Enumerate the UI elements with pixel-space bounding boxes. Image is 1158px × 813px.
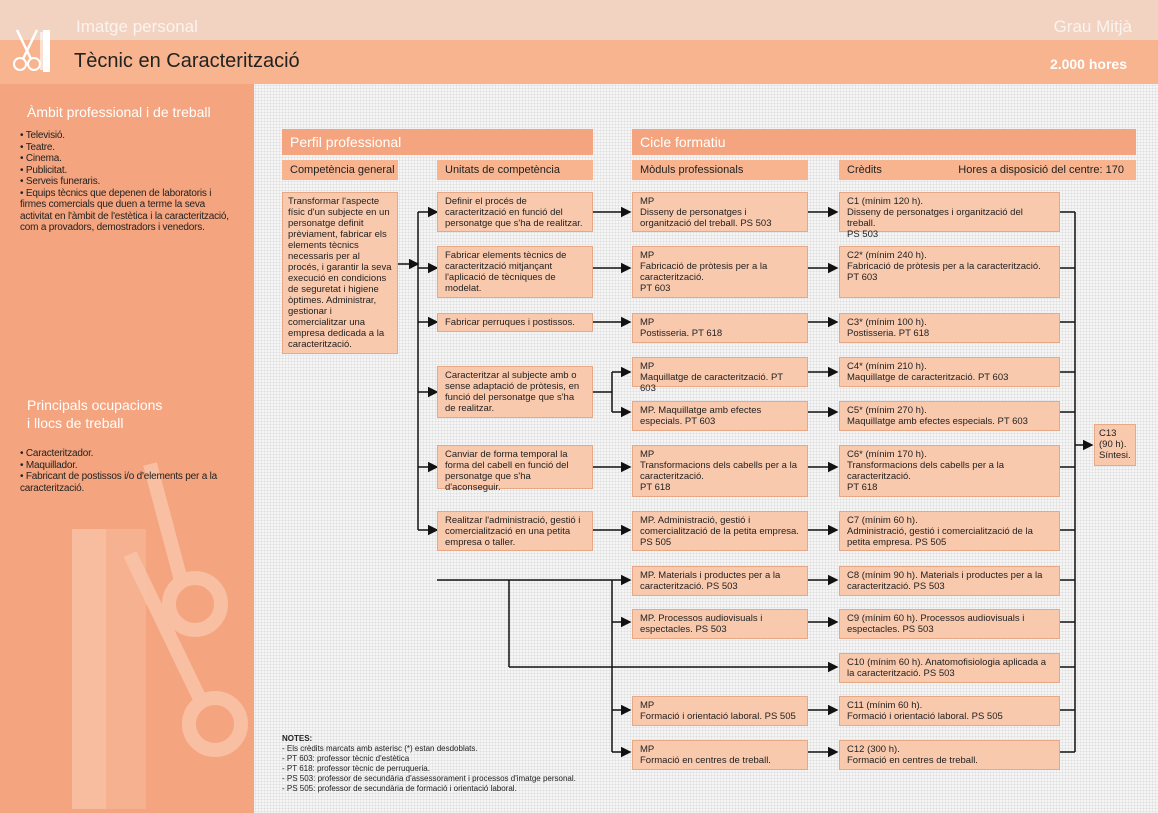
- module-line: MP: [640, 250, 800, 261]
- credit-line: Transformacions dels cabells per a la ca…: [847, 460, 1052, 482]
- credit-line: C6* (mínim 170 h).: [847, 449, 1052, 460]
- c13-line: Síntesi.: [1099, 450, 1131, 461]
- unit-text: Canviar de forma temporal la forma del c…: [445, 449, 585, 493]
- module-line: MP. Administració, gestió i comercialitz…: [640, 515, 800, 537]
- credit-line: Formació en centres de treball.: [847, 755, 1052, 766]
- notes-title: NOTES:: [282, 734, 576, 744]
- credit-box: C2* (mínim 240 h).Fabricació de pròtesis…: [839, 246, 1060, 298]
- module-line: Fabricació de pròtesis per a la caracter…: [640, 261, 800, 283]
- notes: NOTES: - Els crèdits marcats amb asteris…: [282, 734, 576, 794]
- credit-line: C8 (mínim 90 h). Materials i productes p…: [847, 570, 1052, 592]
- credit-box: C7 (mínim 60 h).Administració, gestió i …: [839, 511, 1060, 551]
- note-line: - Els crèdits marcats amb asterisc (*) e…: [282, 744, 576, 754]
- credit-line: C2* (mínim 240 h).: [847, 250, 1052, 261]
- module-line: MP: [640, 449, 800, 460]
- credit-line: Maquillatge amb efectes especials. PT 60…: [847, 416, 1052, 427]
- credit-box: C9 (mínim 60 h). Processos audiovisuals …: [839, 609, 1060, 639]
- note-line: - PT 618: professor tècnic de perruqueri…: [282, 764, 576, 774]
- module-line: MP: [640, 196, 800, 207]
- unit-text: Fabricar perruques i postissos.: [445, 317, 585, 328]
- module-line: MP: [640, 361, 800, 372]
- unit-box: Fabricar elements tècnics de caracteritz…: [437, 246, 593, 298]
- credit-line: C4* (mínim 210 h).: [847, 361, 1052, 372]
- unit-box: Definir el procés de caracterització en …: [437, 192, 593, 232]
- module-line: Disseny de personatges i organització de…: [640, 207, 800, 229]
- module-line: Formació i orientació laboral. PS 505: [640, 711, 800, 722]
- unit-text: Realitzar l'administració, gestió i come…: [445, 515, 585, 548]
- unit-box: Realitzar l'administració, gestió i come…: [437, 511, 593, 551]
- credit-line: Formació i orientació laboral. PS 505: [847, 711, 1052, 722]
- module-box: MP. Maquillatge amb efectes especials. P…: [632, 401, 808, 431]
- credit-line: PT 618: [847, 482, 1052, 493]
- credit-line: C1 (mínim 120 h).: [847, 196, 1052, 207]
- credit-box: C4* (mínim 210 h).Maquillatge de caracte…: [839, 357, 1060, 387]
- c13-line: C13: [1099, 428, 1131, 439]
- credit-box: C6* (mínim 170 h).Transformacions dels c…: [839, 445, 1060, 497]
- credit-line: Postisseria. PT 618: [847, 328, 1052, 339]
- module-line: PT 618: [640, 482, 800, 493]
- module-line: Postisseria. PT 618: [640, 328, 800, 339]
- module-box: MP. Processos audiovisuals i espectacles…: [632, 609, 808, 639]
- c13-line: (90 h).: [1099, 439, 1131, 450]
- credit-line: C3* (mínim 100 h).: [847, 317, 1052, 328]
- module-line: PS 505: [640, 537, 800, 548]
- credit-box: C1 (mínim 120 h).Disseny de personatges …: [839, 192, 1060, 232]
- credit-line: C12 (300 h).: [847, 744, 1052, 755]
- note-line: - PT 603: professor tècnic d'estètica: [282, 754, 576, 764]
- module-box: MP. Administració, gestió i comercialitz…: [632, 511, 808, 551]
- unit-box: Caracteritzar al subjecte amb o sense ad…: [437, 366, 593, 418]
- credit-line: PS 503: [847, 229, 1052, 240]
- module-line: Maquillatge de caracterització. PT 603: [640, 372, 800, 394]
- credit-line: C7 (mínim 60 h).: [847, 515, 1052, 526]
- module-line: Transformacions dels cabells per a la ca…: [640, 460, 800, 482]
- credit-line: C9 (mínim 60 h). Processos audiovisuals …: [847, 613, 1052, 635]
- module-line: MP. Materials i productes per a la carac…: [640, 570, 800, 592]
- c13-box: C13(90 h).Síntesi.: [1094, 424, 1136, 466]
- module-line: MP: [640, 317, 800, 328]
- credit-box: C11 (mínim 60 h).Formació i orientació l…: [839, 696, 1060, 726]
- credit-line: C11 (mínim 60 h).: [847, 700, 1052, 711]
- credit-line: C10 (mínim 60 h). Anatomofisiologia apli…: [847, 657, 1052, 679]
- module-line: MP: [640, 700, 800, 711]
- competencia-general-text: Transformar l'aspecte físic d'un subject…: [288, 196, 392, 350]
- module-box: MP. Materials i productes per a la carac…: [632, 566, 808, 596]
- note-line: - PS 503: professor de secundària d'asse…: [282, 774, 576, 784]
- credit-box: C5* (mínim 270 h).Maquillatge amb efecte…: [839, 401, 1060, 431]
- credit-line: C5* (mínim 270 h).: [847, 405, 1052, 416]
- unit-text: Caracteritzar al subjecte amb o sense ad…: [445, 370, 585, 414]
- credit-box: C3* (mínim 100 h).Postisseria. PT 618: [839, 313, 1060, 343]
- unit-text: Definir el procés de caracterització en …: [445, 196, 585, 229]
- credit-line: PT 603: [847, 272, 1052, 283]
- credit-box: C8 (mínim 90 h). Materials i productes p…: [839, 566, 1060, 596]
- credit-box: C12 (300 h).Formació en centres de treba…: [839, 740, 1060, 770]
- credit-line: Disseny de personatges i organització de…: [847, 207, 1052, 229]
- credit-box: C10 (mínim 60 h). Anatomofisiologia apli…: [839, 653, 1060, 683]
- module-line: MP. Maquillatge amb efectes especials. P…: [640, 405, 800, 427]
- credit-line: Administració, gestió i comercialització…: [847, 526, 1052, 548]
- module-line: MP. Processos audiovisuals i espectacles…: [640, 613, 800, 635]
- note-line: - PS 505: professor de secundària de for…: [282, 784, 576, 794]
- unit-box: Fabricar perruques i postissos.: [437, 313, 593, 332]
- competencia-general-box: Transformar l'aspecte físic d'un subject…: [282, 192, 398, 354]
- module-line: PT 603: [640, 283, 800, 294]
- unit-box: Canviar de forma temporal la forma del c…: [437, 445, 593, 489]
- unit-text: Fabricar elements tècnics de caracteritz…: [445, 250, 585, 294]
- module-line: Formació en centres de treball.: [640, 755, 800, 766]
- credit-line: Maquillatge de caracterització. PT 603: [847, 372, 1052, 383]
- credit-line: Fabricació de pròtesis per a la caracter…: [847, 261, 1052, 272]
- module-line: MP: [640, 744, 800, 755]
